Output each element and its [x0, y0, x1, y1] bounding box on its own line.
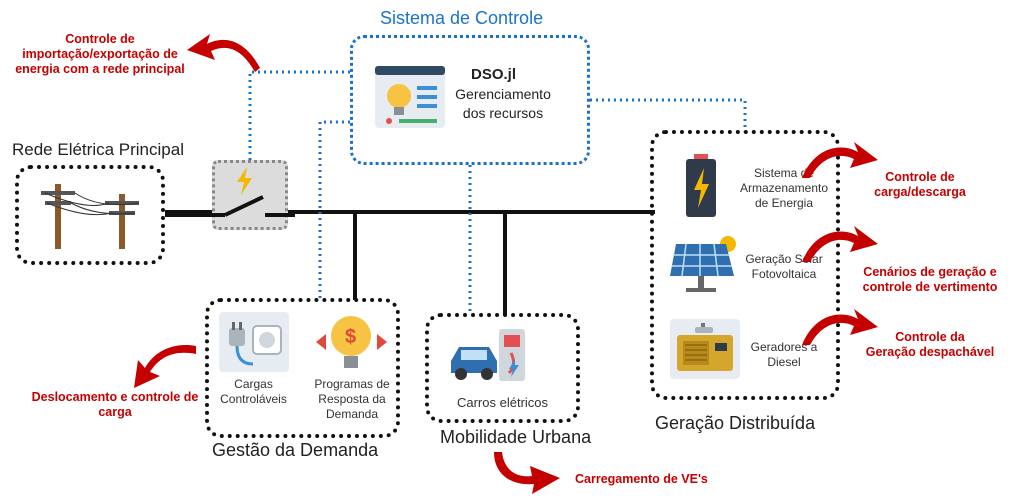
storage-line-3: de Energia — [754, 196, 814, 210]
charge-line-2: carga/descarga — [874, 185, 966, 199]
control-system-desc-2: dos recursos — [462, 105, 544, 121]
charge-line-1: Controle de — [885, 170, 955, 184]
dispatch-annotation: Controle da Geração despachável — [860, 330, 1000, 360]
dispatch-arrow-icon — [802, 309, 878, 345]
power-line-icon — [41, 184, 140, 249]
main-grid-box — [15, 165, 165, 265]
distributed-title: Geração Distribuída — [655, 413, 816, 433]
dr-programs-line-1: Programas de — [314, 377, 390, 391]
control-link-demand — [318, 120, 350, 300]
controllable-loads-label: Cargas Controláveis — [211, 377, 296, 407]
dispatch-line-2: Geração despachável — [865, 345, 995, 359]
solar-line-2: Fotovoltaica — [751, 267, 817, 281]
import-export-line-2: importação/exportação de — [22, 47, 178, 61]
ev-arrow-icon — [494, 452, 560, 494]
controllable-loads-line-2: Controláveis — [220, 392, 287, 406]
diesel-label: Geradores a Diesel — [734, 340, 834, 370]
dr-programs-tile: $ — [314, 312, 389, 372]
solar-arrow-icon — [802, 226, 878, 262]
controllable-loads-line-1: Cargas — [234, 377, 273, 391]
switch-box — [165, 160, 295, 230]
battery-icon — [686, 154, 716, 217]
load-label: Deslocamento e controle de carga — [10, 390, 220, 420]
dashboard-icon — [375, 66, 445, 128]
storage-line-1: Sistema de — [753, 166, 815, 180]
control-system-name: DSO.jl — [471, 66, 517, 83]
main-grid-title: Rede Elétrica Principal — [12, 140, 184, 159]
dispatch-line-1: Controle da — [895, 330, 965, 344]
lightning-icon — [237, 167, 252, 195]
demand-title: Gestão da Demanda — [212, 440, 379, 460]
dr-programs-line-2: Resposta da — [318, 392, 386, 406]
demand-box: $ Cargas Controláveis Programas de Respo… — [205, 298, 400, 438]
import-export-line-3: energia com a rede principal — [15, 62, 185, 76]
mobility-box: Carros elétricos — [425, 313, 580, 423]
dr-programs-label: Programas de Resposta da Demanda — [307, 377, 397, 422]
distributed-box: Sistema de Armazenamento de Energia Gera… — [650, 130, 840, 400]
import-export-arrow-icon — [187, 34, 260, 72]
solar-line-1: Geração Solar — [745, 252, 823, 266]
diesel-tile — [670, 319, 740, 379]
solar-annotation-line-2: controle de vertimento — [862, 280, 998, 294]
ev-charging-icon — [451, 329, 525, 381]
control-link-distributed — [590, 98, 747, 132]
control-link-switch — [248, 70, 350, 160]
solar-annotation-line-1: Cenários de geração e — [863, 265, 997, 279]
mobility-title: Mobilidade Urbana — [440, 427, 592, 447]
solar-panel-icon — [670, 236, 736, 292]
load-line-2: carga — [98, 405, 132, 419]
load-line-1: Deslocamento e controle de — [31, 390, 199, 404]
solar-annotation: Cenários de geração e controle de vertim… — [855, 265, 1005, 295]
ev-label: Carros elétricos — [456, 395, 549, 410]
control-system-title: Sistema de Controle — [380, 8, 544, 28]
diesel-line-2: Diesel — [767, 355, 801, 369]
storage-line-2: Armazenamento — [739, 181, 829, 195]
diesel-generator-icon — [677, 323, 733, 371]
switch-icon — [165, 195, 295, 217]
load-arrow-icon — [134, 344, 196, 388]
dr-programs-line-3: Demanda — [325, 407, 379, 421]
bulb-money-icon: $ — [316, 316, 387, 368]
charge-label: Controle de carga/descarga — [860, 170, 980, 200]
controllable-loads-tile — [219, 312, 289, 372]
ev-annotation: Carregamento de VE's — [575, 472, 708, 486]
charge-arrow-icon — [802, 142, 878, 178]
plug-icon — [229, 322, 282, 366]
solar-label: Geração Solar Fotovoltaica — [734, 252, 834, 282]
import-export-line-1: Controle de — [65, 32, 135, 46]
control-system-box: DSO.jl Gerenciamento dos recursos — [350, 35, 590, 165]
import-export-label: Controle de importação/exportação de ene… — [0, 32, 200, 77]
control-system-desc-1: Gerenciamento — [455, 86, 551, 102]
diesel-line-1: Geradores a — [750, 340, 818, 354]
svg-text:$: $ — [345, 326, 356, 348]
storage-label: Sistema de Armazenamento de Energia — [734, 166, 834, 211]
